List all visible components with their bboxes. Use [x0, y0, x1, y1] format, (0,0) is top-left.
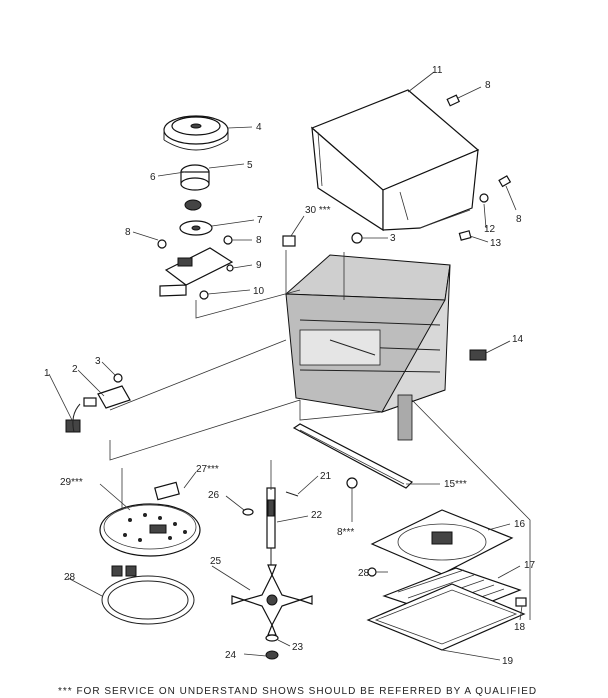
part-label-13: 13 — [490, 238, 502, 249]
oven-cavity-part — [284, 254, 451, 441]
drip-tray-part — [366, 583, 526, 651]
turntable-plate-part — [370, 509, 514, 575]
motor-screw-left — [157, 239, 167, 249]
part-label-12: 12 — [484, 224, 496, 235]
cover-screw-bottom — [458, 230, 472, 241]
part-label-8-c: 8 — [485, 80, 491, 91]
cover-screw-top — [446, 94, 461, 107]
part-label-8-star: 8*** — [337, 527, 354, 538]
pin-part — [285, 491, 299, 497]
part-label-25: 25 — [210, 556, 222, 567]
gear-part — [179, 220, 213, 236]
part-label-7: 7 — [257, 215, 263, 226]
part-label-6: 6 — [150, 172, 156, 183]
part-label-15: 15*** — [444, 479, 467, 490]
motor-washer — [226, 264, 234, 272]
part-label-8-b: 8 — [256, 235, 262, 246]
fan-washer-part — [265, 634, 279, 642]
part-label-9: 9 — [256, 260, 262, 271]
part-label-2: 2 — [72, 364, 78, 375]
bracket-part — [469, 349, 487, 361]
rail-part — [292, 423, 414, 489]
part-label-17: 17 — [524, 560, 536, 571]
rail-screw-part — [346, 477, 358, 489]
part-label-4: 4 — [256, 122, 262, 133]
fan-nut-part — [265, 650, 279, 660]
connection-lines — [109, 250, 531, 620]
part-label-24: 24 — [225, 650, 237, 661]
label-plate-part — [154, 481, 180, 501]
part-label-1: 1 — [44, 368, 50, 379]
part-label-18: 18 — [514, 622, 526, 633]
part-label-26: 26 — [208, 490, 220, 501]
shaft-part — [266, 487, 276, 570]
coupler-part — [180, 164, 210, 191]
fan-part — [231, 564, 313, 636]
part-label-14: 14 — [512, 334, 524, 345]
part-label-19: 19 — [502, 656, 514, 667]
footer-note: *** FOR SERVICE ON UNDERSTAND SHOWS SHOU… — [58, 686, 538, 697]
thermal-switch-part — [65, 397, 97, 433]
part-label-11: 11 — [432, 65, 443, 76]
part-label-27: 27*** — [196, 464, 219, 475]
part-label-8-d: 8 — [516, 214, 522, 225]
washer-part — [242, 508, 254, 516]
part-label-8-a: 8 — [125, 227, 131, 238]
heater-plate-part — [99, 503, 201, 557]
clip-part — [282, 235, 296, 247]
part-label-21: 21 — [320, 471, 332, 482]
part-label-3-top: 3 — [390, 233, 396, 244]
screw-top-part — [351, 232, 363, 244]
cabinet-cover-part — [310, 89, 480, 232]
pulley-part — [163, 115, 229, 151]
motor-bracket-part — [159, 247, 234, 297]
heating-element-part — [101, 565, 195, 625]
part-label-29: 29*** — [60, 477, 83, 488]
cover-washer — [479, 193, 489, 203]
part-labels: 1 2 3 4 5 6 7 8 8 9 10 11 8 8 12 13 3 30… — [44, 65, 536, 667]
tray-clip-part — [515, 597, 527, 607]
motor-nut — [199, 290, 209, 300]
part-label-3-left: 3 — [95, 356, 101, 367]
part-label-28-right: 28 — [358, 568, 370, 579]
cover-screw-right — [498, 175, 512, 188]
rack-screw-part — [367, 567, 377, 577]
leader-lines — [48, 71, 523, 661]
part-label-16: 16 — [514, 519, 526, 530]
part-label-30: 30 *** — [305, 205, 331, 216]
part-label-23: 23 — [292, 642, 304, 653]
part-label-5: 5 — [247, 160, 253, 171]
motor-screw-right — [223, 235, 233, 245]
part-label-22: 22 — [311, 510, 323, 521]
bearing-part — [184, 199, 202, 211]
part-label-10: 10 — [253, 286, 265, 297]
part-label-28-left: 28 — [64, 572, 76, 583]
mounting-plate-part — [97, 385, 131, 409]
